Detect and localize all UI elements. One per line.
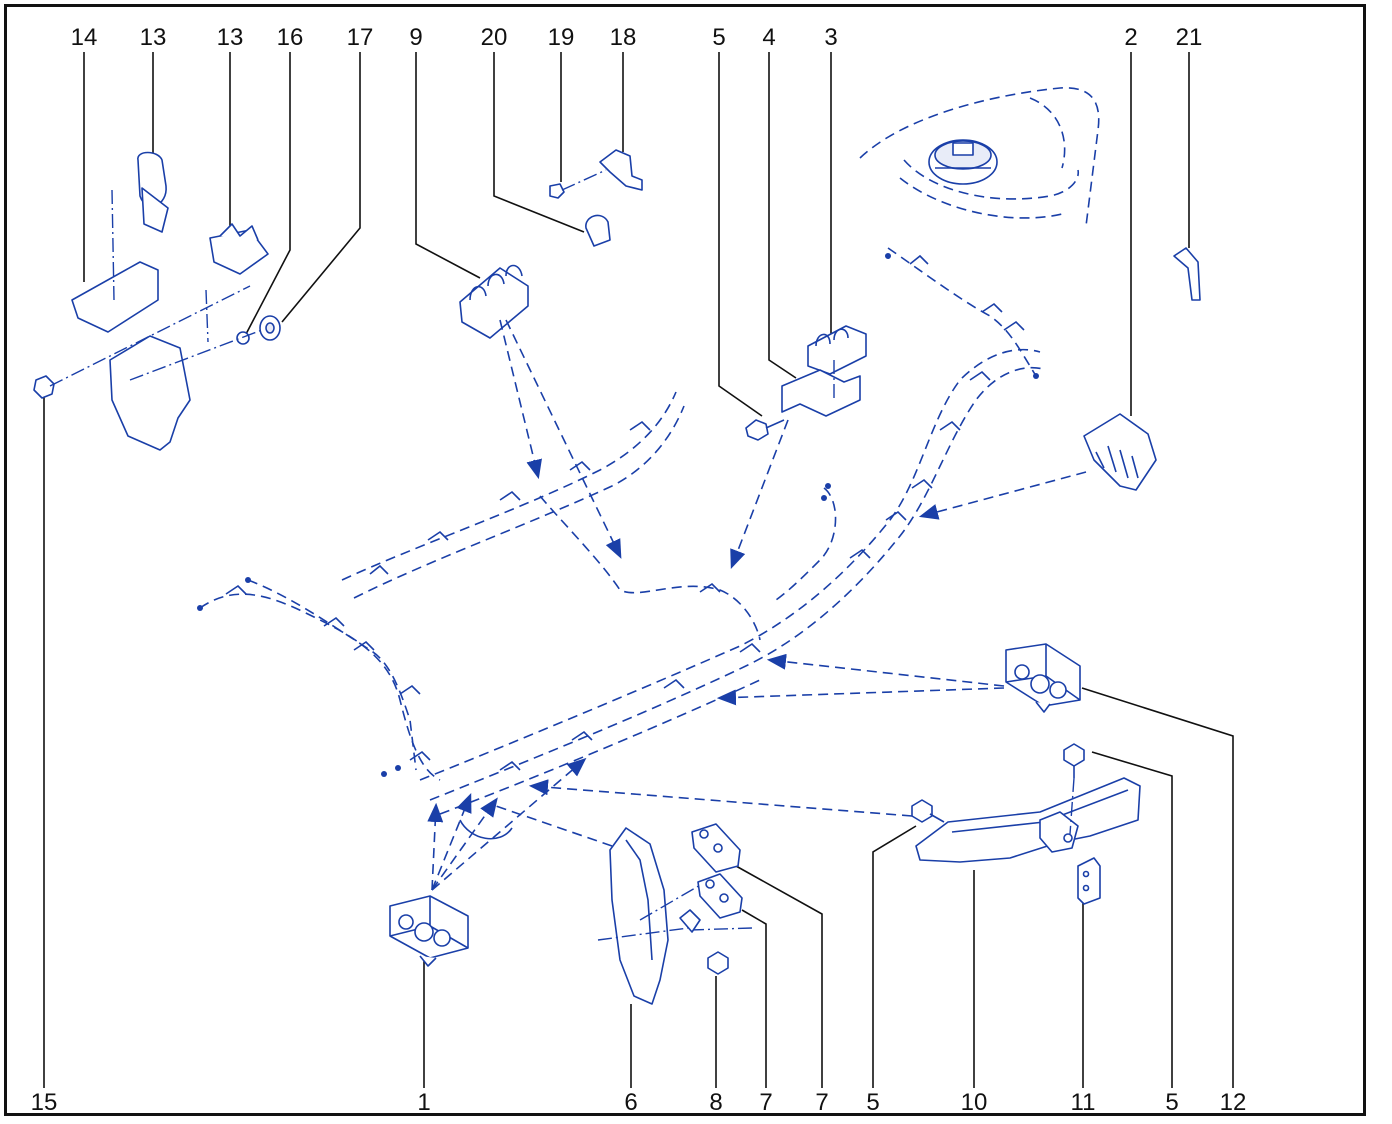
callout-13a: 13: [140, 24, 167, 51]
rail-10: [915, 777, 1141, 863]
callout-13b: 13: [217, 24, 244, 51]
bolt-5-top: [745, 419, 769, 441]
callout-11: 11: [1071, 1089, 1096, 1116]
callout-20: 20: [481, 24, 508, 51]
clip-11: [1077, 857, 1101, 905]
parts-18-19-20: [549, 149, 643, 247]
callout-2: 2: [1124, 24, 1137, 51]
clip-9: [459, 264, 529, 339]
parts-2-21: [1083, 247, 1201, 491]
callout-7a: 7: [759, 1089, 772, 1116]
bracket-18: [599, 149, 643, 191]
bolt-19: [549, 183, 565, 199]
callout-3: 3: [824, 24, 837, 51]
callout-9: 9: [409, 24, 422, 51]
callout-12: 12: [1220, 1089, 1247, 1116]
bracket-6: [609, 827, 669, 1005]
brake-lines: [197, 247, 1047, 840]
bracket-assembly-10-11: [911, 743, 1141, 905]
upper-left-bracket-assembly: [33, 151, 281, 451]
callout-5-top: 5: [712, 24, 725, 51]
callout-10: 10: [961, 1089, 988, 1116]
location-arrows: [427, 319, 1087, 891]
clip-20: [585, 214, 611, 247]
callout-18: 18: [610, 24, 637, 51]
callout-19: 19: [548, 24, 575, 51]
mount-bracket-plate: [109, 335, 191, 451]
clip-block-12: [1005, 643, 1081, 713]
fuel-tank: [859, 87, 1100, 227]
callout-21: 21: [1176, 24, 1203, 51]
clip-block-1: [389, 895, 469, 967]
callout-6: 6: [624, 1089, 637, 1116]
callout-1: 1: [417, 1089, 430, 1116]
callout-15: 15: [31, 1089, 58, 1116]
nut-8: [707, 951, 729, 975]
top-labels: 14 13 13 16 17 9 20 19 18 5 4 3 2 21: [71, 24, 1203, 51]
callout-7b: 7: [815, 1089, 828, 1116]
bracket-4: [781, 369, 861, 417]
clip-3: [807, 325, 867, 375]
parts-3-4-5: [745, 325, 867, 441]
bolt-5-angled: [911, 799, 933, 823]
nut-15: [33, 375, 55, 399]
washer-16: [236, 331, 250, 345]
callout-14: 14: [71, 24, 98, 51]
cover-plate-14: [71, 261, 159, 333]
callout-16: 16: [277, 24, 304, 51]
leader-lines: [43, 52, 1234, 1088]
clip-21: [1173, 247, 1201, 301]
bracket-assembly-6-7-8: [597, 823, 753, 1005]
diagram-frame: [4, 4, 1366, 1116]
callout-5-bottom-a: 5: [866, 1089, 879, 1116]
callout-17: 17: [347, 24, 374, 51]
callout-8: 8: [709, 1089, 722, 1116]
callout-5-bottom-b: 5: [1165, 1089, 1178, 1116]
bolt-5-vertical: [1063, 743, 1085, 767]
callout-4: 4: [762, 24, 775, 51]
clip-13b: [209, 229, 269, 275]
bottom-labels: 15 1 6 8 7 7 5 10 11 5 12: [31, 1089, 1247, 1116]
